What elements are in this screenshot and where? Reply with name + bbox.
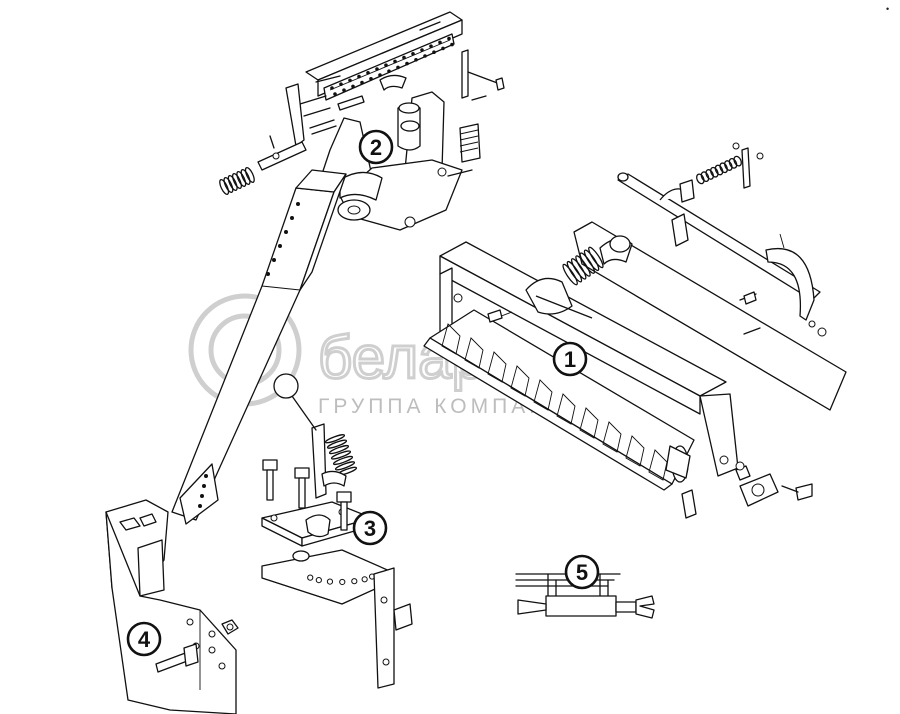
boom-arm	[171, 169, 347, 525]
callout-3: 3	[352, 510, 388, 546]
hitch-bracket-assembly	[319, 91, 481, 231]
callout-4-label: 4	[138, 627, 151, 652]
perforated-strap-plates	[305, 11, 463, 101]
rotor-drum-assembly	[423, 221, 847, 519]
callout-5-label: 5	[576, 560, 588, 585]
callout-2: 2	[358, 129, 394, 165]
callout-3-label: 3	[364, 516, 376, 541]
callout-5: 5	[564, 554, 600, 590]
shaft-linkage	[617, 142, 827, 337]
callout-4: 4	[126, 621, 162, 657]
hydraulic-cylinder-assembly	[515, 573, 655, 619]
corner-mark: •	[886, 4, 889, 14]
plate-bolt-assembly	[261, 373, 413, 689]
callout-2-label: 2	[370, 135, 382, 160]
callout-1: 1	[552, 341, 588, 377]
top-pins-hardware	[299, 49, 505, 135]
leg-bracket-assembly	[105, 499, 239, 714]
hitch-spring-and-lever	[219, 83, 307, 196]
callout-1-label: 1	[564, 347, 576, 372]
